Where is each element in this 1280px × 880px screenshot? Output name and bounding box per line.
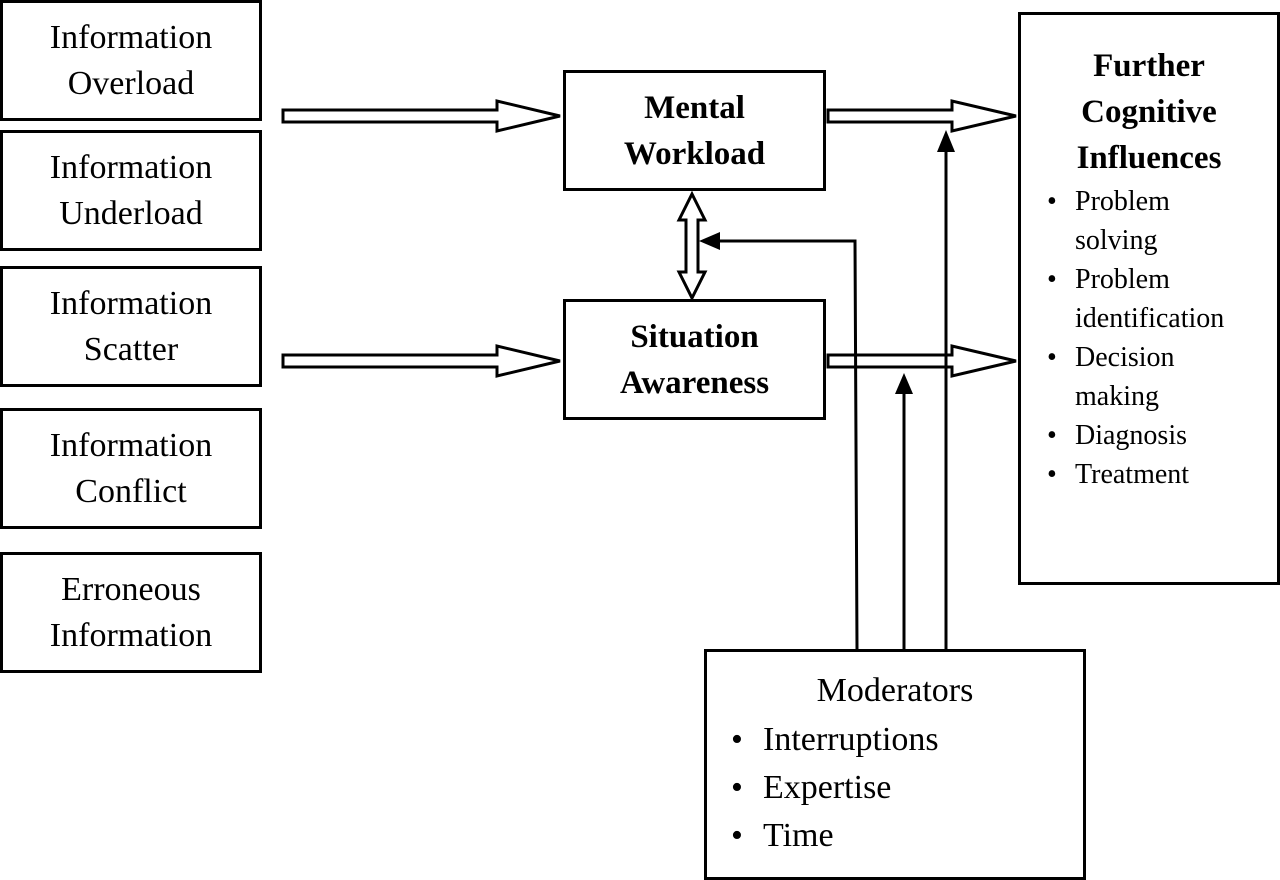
item-line1: Treatment: [1075, 459, 1190, 490]
moderator-item-time: Time: [727, 812, 939, 860]
box-label-line1: Situation: [630, 318, 759, 355]
box-information-scatter: Information Scatter: [0, 266, 262, 387]
box-mental-workload: Mental Workload: [563, 70, 826, 191]
item-line2: solving: [1075, 225, 1158, 256]
further-title-line3: Influences: [1076, 140, 1222, 176]
item-line2: identification: [1075, 303, 1225, 334]
box-label-line2: Underload: [59, 194, 203, 232]
box-label-line1: Erroneous: [61, 570, 201, 608]
further-title-line2: Cognitive: [1081, 94, 1217, 130]
moderator-item-expertise: Expertise: [727, 764, 939, 812]
further-item-problem-solving: Problem solving: [1043, 182, 1224, 260]
box-label-line2: Awareness: [619, 364, 770, 401]
further-item-decision-making: Decision making: [1043, 338, 1224, 416]
further-item-problem-identification: Problem identification: [1043, 260, 1224, 338]
item-line1: Diagnosis: [1075, 420, 1187, 451]
box-label-line1: Information: [49, 148, 213, 186]
box-label-line1: Information: [49, 426, 213, 464]
box-label-line1: Information: [49, 284, 213, 322]
box-situation-awareness: Situation Awareness: [563, 299, 826, 420]
arrow-inputs-to-situation-awareness: [281, 344, 561, 378]
box-label-line1: Mental: [644, 89, 745, 126]
box-label-line2: Conflict: [75, 472, 187, 510]
box-erroneous-information: Erroneous Information: [0, 552, 262, 673]
further-item-diagnosis: Diagnosis: [1043, 416, 1224, 455]
arrow-inputs-to-mental-workload: [281, 99, 561, 133]
item-line2: making: [1075, 381, 1159, 412]
arrow-mental-workload-to-further: [826, 99, 1017, 133]
box-moderators: Moderators Interruptions Expertise Time: [704, 649, 1086, 880]
moderators-title: Moderators: [816, 672, 974, 709]
box-label-line2: Overload: [67, 64, 195, 102]
box-information-underload: Information Underload: [0, 130, 262, 251]
further-title: Further Cognitive Influences: [1021, 43, 1277, 181]
arrow-situation-awareness-to-further: [826, 344, 1017, 378]
box-label-line2: Workload: [623, 135, 766, 172]
box-information-overload: Information Overload: [0, 0, 262, 121]
arrowhead-to-sa-output: [895, 373, 913, 394]
further-list: Problem solving Problem identification D…: [1043, 182, 1224, 494]
arrowhead-to-mw-output: [937, 130, 955, 152]
box-information-conflict: Information Conflict: [0, 408, 262, 529]
further-title-line1: Further: [1093, 48, 1205, 84]
item-line1: Decision: [1075, 342, 1175, 373]
item-line1: Problem: [1075, 264, 1170, 295]
box-further-cognitive-influences: Further Cognitive Influences Problem sol…: [1018, 12, 1280, 585]
arrowhead-to-bidirectional: [699, 232, 720, 250]
box-label-line2: Scatter: [83, 330, 179, 368]
arrow-workload-awareness-bidirectional: [676, 190, 708, 302]
further-item-treatment: Treatment: [1043, 455, 1224, 494]
box-label-line1: Information: [49, 18, 213, 56]
item-line1: Problem: [1075, 186, 1170, 217]
moderators-list: Interruptions Expertise Time: [727, 716, 939, 860]
moderator-item-interruptions: Interruptions: [727, 716, 939, 764]
box-label-line2: Information: [49, 616, 213, 654]
